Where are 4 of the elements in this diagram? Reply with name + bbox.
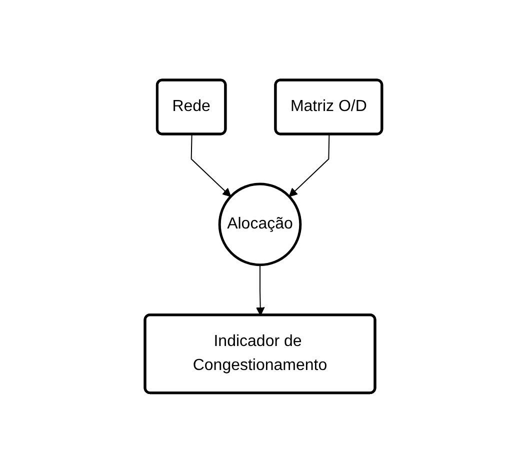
- arrow: [288, 134, 330, 197]
- arrow: [190, 134, 231, 197]
- arrow: [255, 264, 264, 316]
- node-circle: Alocação: [218, 182, 302, 266]
